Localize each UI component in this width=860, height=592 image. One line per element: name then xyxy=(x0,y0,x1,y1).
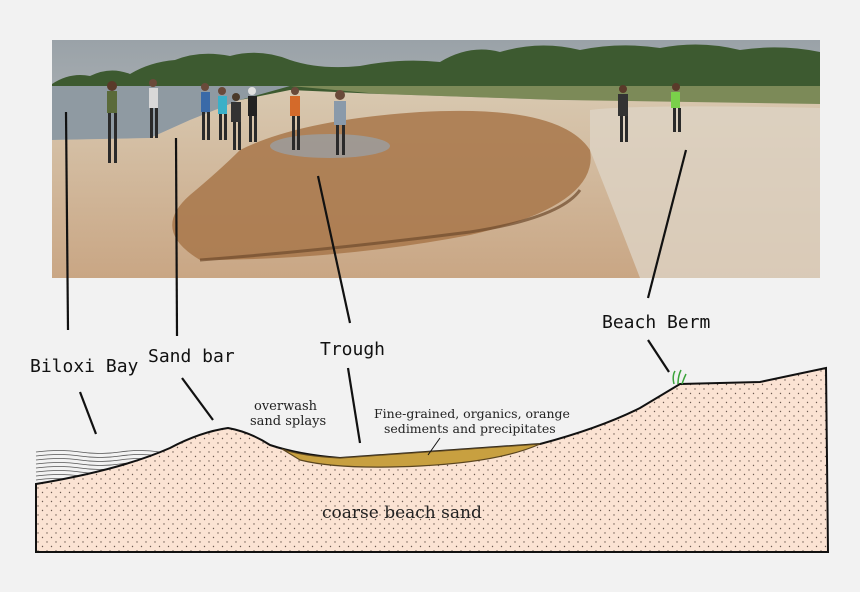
puddle xyxy=(270,134,390,158)
coarse-sand-label: coarse beach sand xyxy=(322,503,482,523)
sand-bar-label: Sand bar xyxy=(148,346,235,367)
overwash-label-line1: overwash xyxy=(254,399,318,414)
beach-photo xyxy=(52,40,820,278)
fine-grained-label-line2: sediments and precipitates xyxy=(384,421,556,436)
beach-berm-label: Beach Berm xyxy=(602,312,710,333)
fine-grained-label-line1: Fine-grained, organics, orange xyxy=(374,406,570,421)
trough-sediment xyxy=(281,443,541,468)
trough-label: Trough xyxy=(320,339,385,360)
grass-icon xyxy=(672,369,687,385)
overwash-label-line2: sand splays xyxy=(250,414,326,429)
people-group xyxy=(107,79,681,163)
leader-lines xyxy=(64,111,688,444)
biloxi-bay-label: Biloxi Bay xyxy=(30,356,139,377)
